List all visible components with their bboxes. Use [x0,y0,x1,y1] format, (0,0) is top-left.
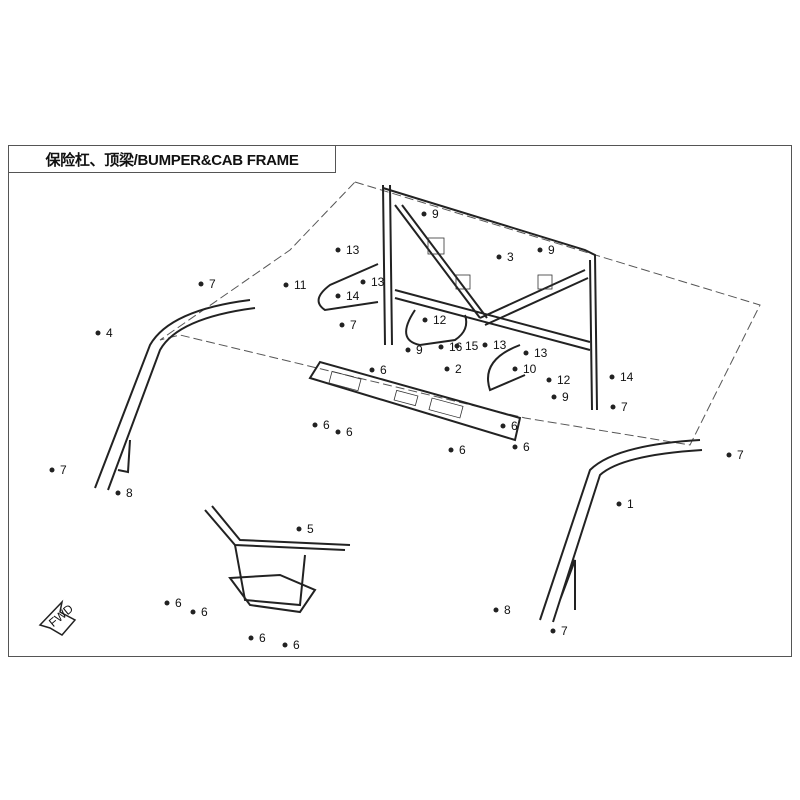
diagram-title: 保险杠、顶梁/BUMPER&CAB FRAME [8,145,336,173]
callout-9: 9 [416,343,423,357]
fastener-icon [493,607,499,613]
callout-11: 11 [294,278,307,292]
callout-6: 6 [380,363,387,377]
fastener-icon [369,367,375,373]
callout-13: 13 [346,243,360,257]
fastener-icon [537,247,543,253]
callout-12: 12 [557,373,571,387]
fastener-icon [496,254,502,260]
fastener-icon [616,501,622,507]
fastener-icon [444,366,450,372]
callout-7: 7 [350,318,357,332]
callout-12: 12 [433,313,447,327]
callout-6: 6 [293,638,300,652]
callout-10: 10 [523,362,537,376]
callout-4: 4 [106,326,113,340]
fastener-icon [296,526,302,532]
grab-handle-11-part [317,263,379,312]
fwd-arrow-icon: FWD [38,599,76,636]
callout-14: 14 [346,289,360,303]
fastener-icon [609,374,615,380]
callout-7: 7 [60,463,67,477]
fastener-icon [438,344,444,350]
callout-14: 14 [620,370,634,384]
callout-9: 9 [432,207,439,221]
callout-labels: 9391313111412791615131310121497266666674… [49,207,744,652]
callout-6: 6 [175,596,182,610]
fastener-icon [512,444,518,450]
callout-7: 7 [209,277,216,291]
fastener-icon [512,366,518,372]
fastener-icon [454,343,460,349]
callout-13: 13 [493,338,507,352]
fastener-icon [335,247,341,253]
callout-8: 8 [504,603,511,617]
callout-2: 2 [455,362,462,376]
fastener-icon [421,211,427,217]
fastener-icon [49,467,55,473]
fastener-icon [335,293,341,299]
rear-cab-frame-part [382,184,598,411]
fastener-icon [95,330,101,336]
fastener-icon [405,347,411,353]
callout-13: 13 [371,275,385,289]
fastener-icon [190,609,196,615]
fastener-icon [248,635,254,641]
callout-3: 3 [507,250,514,264]
callout-1: 1 [627,497,634,511]
roof-panel-part [308,360,522,442]
callout-13: 13 [534,346,548,360]
fastener-icon [523,350,529,356]
right-pillar-part [539,439,703,623]
callout-6: 6 [459,443,466,457]
fastener-icon [115,490,121,496]
fastener-icon [335,429,341,435]
callout-7: 7 [561,624,568,638]
callout-6: 6 [201,605,208,619]
fastener-icon [610,404,616,410]
fastener-icon [500,423,506,429]
callout-9: 9 [548,243,555,257]
callout-8: 8 [126,486,133,500]
grab-handle-12-part [405,309,468,347]
fastener-icon [282,642,288,648]
left-pillar-part [94,299,256,491]
fastener-icon [283,282,289,288]
callout-6: 6 [323,418,330,432]
fastener-icon [312,422,318,428]
callout-7: 7 [621,400,628,414]
fastener-icon [164,600,170,606]
callout-6: 6 [511,419,518,433]
fastener-icon [551,394,557,400]
fastener-icon [448,447,454,453]
callout-6: 6 [346,425,353,439]
grab-handle-10-part [487,344,526,392]
fastener-icon [198,281,204,287]
fastener-icon [482,342,488,348]
callout-6: 6 [523,440,530,454]
front-bumper-part [204,505,351,614]
callout-9: 9 [562,390,569,404]
fastener-icon [422,317,428,323]
diagram-frame [8,145,792,657]
callout-5: 5 [307,522,314,536]
fastener-icon [726,452,732,458]
callout-7: 7 [737,448,744,462]
fastener-icon [546,377,552,383]
fastener-icon [360,279,366,285]
fastener-icon [550,628,556,634]
callout-6: 6 [259,631,266,645]
fastener-icon [339,322,345,328]
callout-15: 15 [465,339,479,353]
